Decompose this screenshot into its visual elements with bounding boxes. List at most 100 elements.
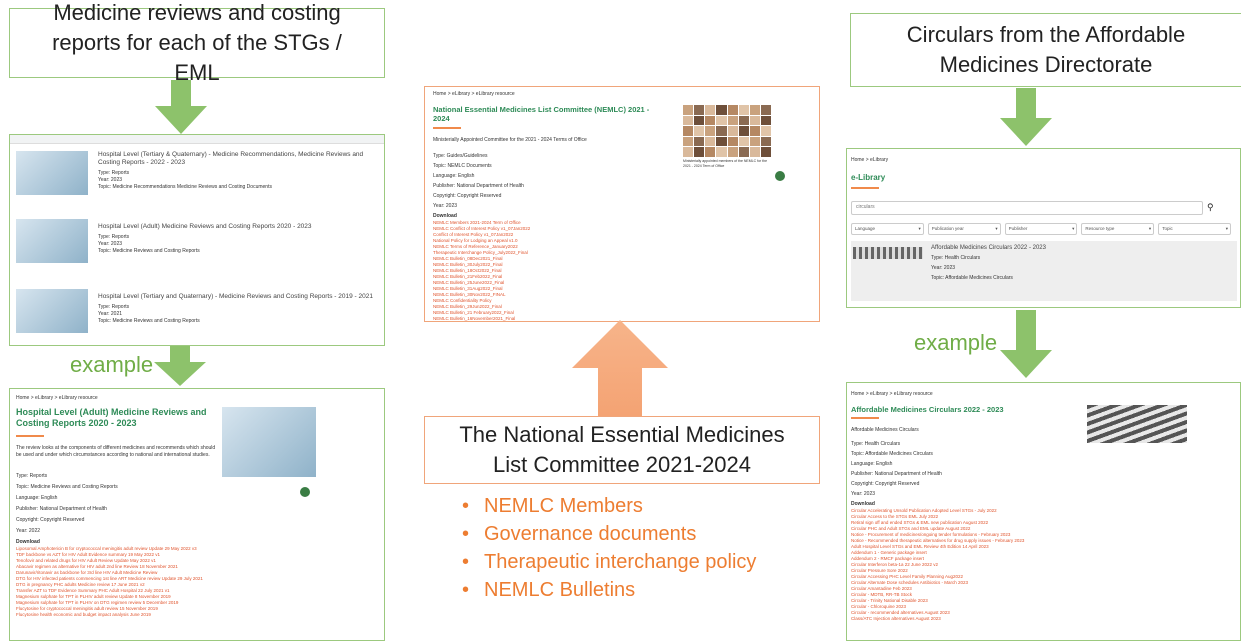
result-title[interactable]: Affordable Medicines Circulars 2022 - 20… [931,245,1046,251]
download-link[interactable]: Circular Pressure Sore 2022 [851,568,908,573]
result-thumbnail [853,247,923,259]
download-link[interactable]: Circular - MDTB, RR-TB Stock [851,592,913,597]
result-title-2[interactable]: Hospital Level (Adult) Medicine Reviews … [98,223,312,230]
member-photo [749,115,760,126]
filter-dropdown[interactable]: Topic▾ [1158,223,1231,235]
download-link[interactable]: Conflict of Interest Policy v1_07Jan2022 [433,232,514,237]
search-result[interactable]: Affordable Medicines Circulars 2022 - 20… [851,241,1237,301]
download-link[interactable]: Therapeutic Interchange Policy_July2022_… [433,250,528,255]
nemlc-bullet-list: •NEMLC Members •Governance documents •Th… [462,492,756,604]
meta-copyright: Copyright: Copyright Reserved [433,193,502,199]
download-link[interactable]: National Policy for Lodging an Appeal v1… [433,238,518,243]
result-year: Year: 2023 [931,265,956,271]
download-link[interactable]: NEMLC Bulletin_25June2022_Final [433,280,505,285]
result-type-2: Type: Reports [98,234,130,240]
download-link[interactable]: TDF backbone vs AZT for HIV Adult Eviden… [16,552,160,557]
search-icon[interactable]: ⚲ [1207,202,1214,212]
download-link[interactable]: Circular - Trinity National Disable 2023 [851,598,928,603]
download-link[interactable]: NEMLC Bulletin_30Nov2022_FINAL [433,292,506,297]
browser-bar [10,135,384,144]
download-link[interactable]: NEMLC Confidentiality Policy [433,298,492,303]
download-link[interactable]: Transfer AZT to TDF Evidence Summary PHC… [16,588,170,593]
download-link[interactable]: Addendum 1 - Generic package insert [851,550,927,555]
bullet-item: •NEMLC Members [462,495,643,517]
meta-copyright: Copyright: Copyright Reserved [16,517,85,523]
download-link[interactable]: NEMLC Terms of Reference_January2022 [433,244,518,249]
member-photo [760,126,771,136]
member-photo [694,115,705,126]
meta-language: Language: English [851,461,893,467]
member-photo [694,126,705,136]
result-topic: Topic: Affordable Medicines Circulars [931,275,1013,281]
download-link[interactable]: Notice - Procurement of medicines/ongoin… [851,532,1011,537]
member-photo [738,126,749,136]
filter-dropdown[interactable]: Language▾ [851,223,924,235]
download-link[interactable]: Circular Accessing PHC Level Family Plan… [851,574,964,579]
download-link[interactable]: Circular Amantadine Feb 2023 [851,586,912,591]
result-type-1: Type: Reports [98,170,130,176]
result-title-1[interactable]: Hospital Level (Tertiary & Quaternary) -… [98,151,364,166]
member-photo [694,147,705,157]
download-link[interactable]: NEMLC Bulletin_21 February2022_Final [433,310,514,315]
download-link[interactable]: DTG in pregnancy PHC adults Medicine rev… [16,582,145,587]
filter-dropdown[interactable]: Publication year▾ [927,223,1001,235]
download-link[interactable]: Darunavir/ritonavir as backbone for 3rd … [16,570,158,575]
meta-type: Type: Guides/Guidelines [433,153,488,159]
download-link[interactable]: Retiral sign off and ended STGs & EML ne… [851,520,989,525]
meta-language: Language: English [16,495,58,501]
breadcrumb: Home > eLibrary > eLibrary resource [851,391,933,397]
download-link[interactable]: NEMLC Bulletin_16November2021_Final [433,316,516,321]
title-underline [851,417,879,419]
download-links: Liposomal Amphotericin B for cryptococca… [16,546,316,618]
download-link[interactable]: Liposomal Amphotericin B for cryptococca… [16,546,197,551]
download-link[interactable]: NEMLC Bulletin_29Jun2022_Final [433,304,502,309]
download-link[interactable]: DTG for HIV infected patients commencing… [16,576,203,581]
download-link[interactable]: Notice - Recommended therapeutic alterna… [851,538,1025,543]
download-link[interactable]: Circular - recommended alternatives Augu… [851,610,950,615]
download-link[interactable]: NEMLC Members 2021-2024 Term of Office [433,220,521,225]
chevron-down-icon: ▾ [1148,226,1152,231]
download-link[interactable]: NEMLC Bulletin_08Dec2021_Final [433,256,503,261]
download-links: Circular Accelerating Unsold Publication… [851,508,1111,622]
download-link[interactable]: NEMLC Bulletin_21Feb2022_Final [433,274,503,279]
download-link[interactable]: Abacavir regimen as alternative for HIV … [16,564,178,569]
page-description: The review looks at the components of di… [16,445,216,458]
download-link[interactable]: NEMLC Bulletin_18Oct2022_Final [433,268,502,273]
down-arrow-icon [1000,310,1052,378]
page-description: Affordable Medicines Circulars [851,427,919,433]
meta-year: Year: 2023 [851,491,876,497]
thumb-doctor-1 [16,151,88,195]
download-link[interactable]: Flucytosine health economic and budget i… [16,612,151,617]
download-link[interactable]: Class/ATC Injection alternatives August … [851,616,941,621]
page-description: Ministerially Appointed Committee for th… [433,137,587,143]
download-link[interactable]: Circular - Chloroquine 2023 [851,604,907,609]
member-photo [716,105,727,115]
download-link[interactable]: NEMLC Bulletin_31Aug2022_Final [433,286,503,291]
meta-type: Type: Health Circulars [851,441,901,447]
member-photo [727,136,738,147]
download-link[interactable]: Circular Interferon beta-1a 22 June 2022… [851,562,939,567]
download-link[interactable]: NEMLC Bulletin_30July2022_Final [433,262,503,267]
download-link[interactable]: Circular Alternate Dose schedules Antibi… [851,580,969,585]
member-photo [749,147,760,157]
download-link[interactable]: Addendum 2 - RMCF package insert [851,556,925,561]
download-link[interactable]: Circular PHC and Adult STGs and EML upda… [851,526,971,531]
download-link[interactable]: Tenofovir and related drugs for HIV Adul… [16,558,156,563]
elibrary-list-screenshot: Hospital Level (Tertiary & Quaternary) -… [9,134,385,346]
download-link[interactable]: Circular Accelerating Unsold Publication… [851,508,997,513]
filter-dropdown[interactable]: Resource type▾ [1081,223,1155,235]
meta-year: Year: 2022 [16,528,41,534]
result-year-3: Year: 2021 [98,311,123,317]
download-link[interactable]: Magnesium sulphate for TPT in PLHIV adul… [16,594,171,599]
download-link[interactable]: Magnesium sulphate for TPT in PLHIV on D… [16,600,179,605]
result-topic-3: Topic: Medicine Reviews and Costing Repo… [98,318,200,324]
member-photo [760,115,771,126]
filter-dropdown[interactable]: Publisher▾ [1004,223,1078,235]
download-link[interactable]: Adult Hospital Level STGs and EML Review… [851,544,989,549]
result-title-3[interactable]: Hospital Level (Tertiary and Quaternary)… [98,293,373,300]
search-input[interactable]: circulars [851,201,1203,215]
download-link[interactable]: Circular Access to the STGs EML July 202… [851,514,939,519]
meta-year: Year: 2023 [433,203,458,209]
download-link[interactable]: NEMLC Conflict of Interest Policy v1_07J… [433,226,531,231]
download-link[interactable]: Flucytosine for cryptococcal meningitis … [16,606,158,611]
